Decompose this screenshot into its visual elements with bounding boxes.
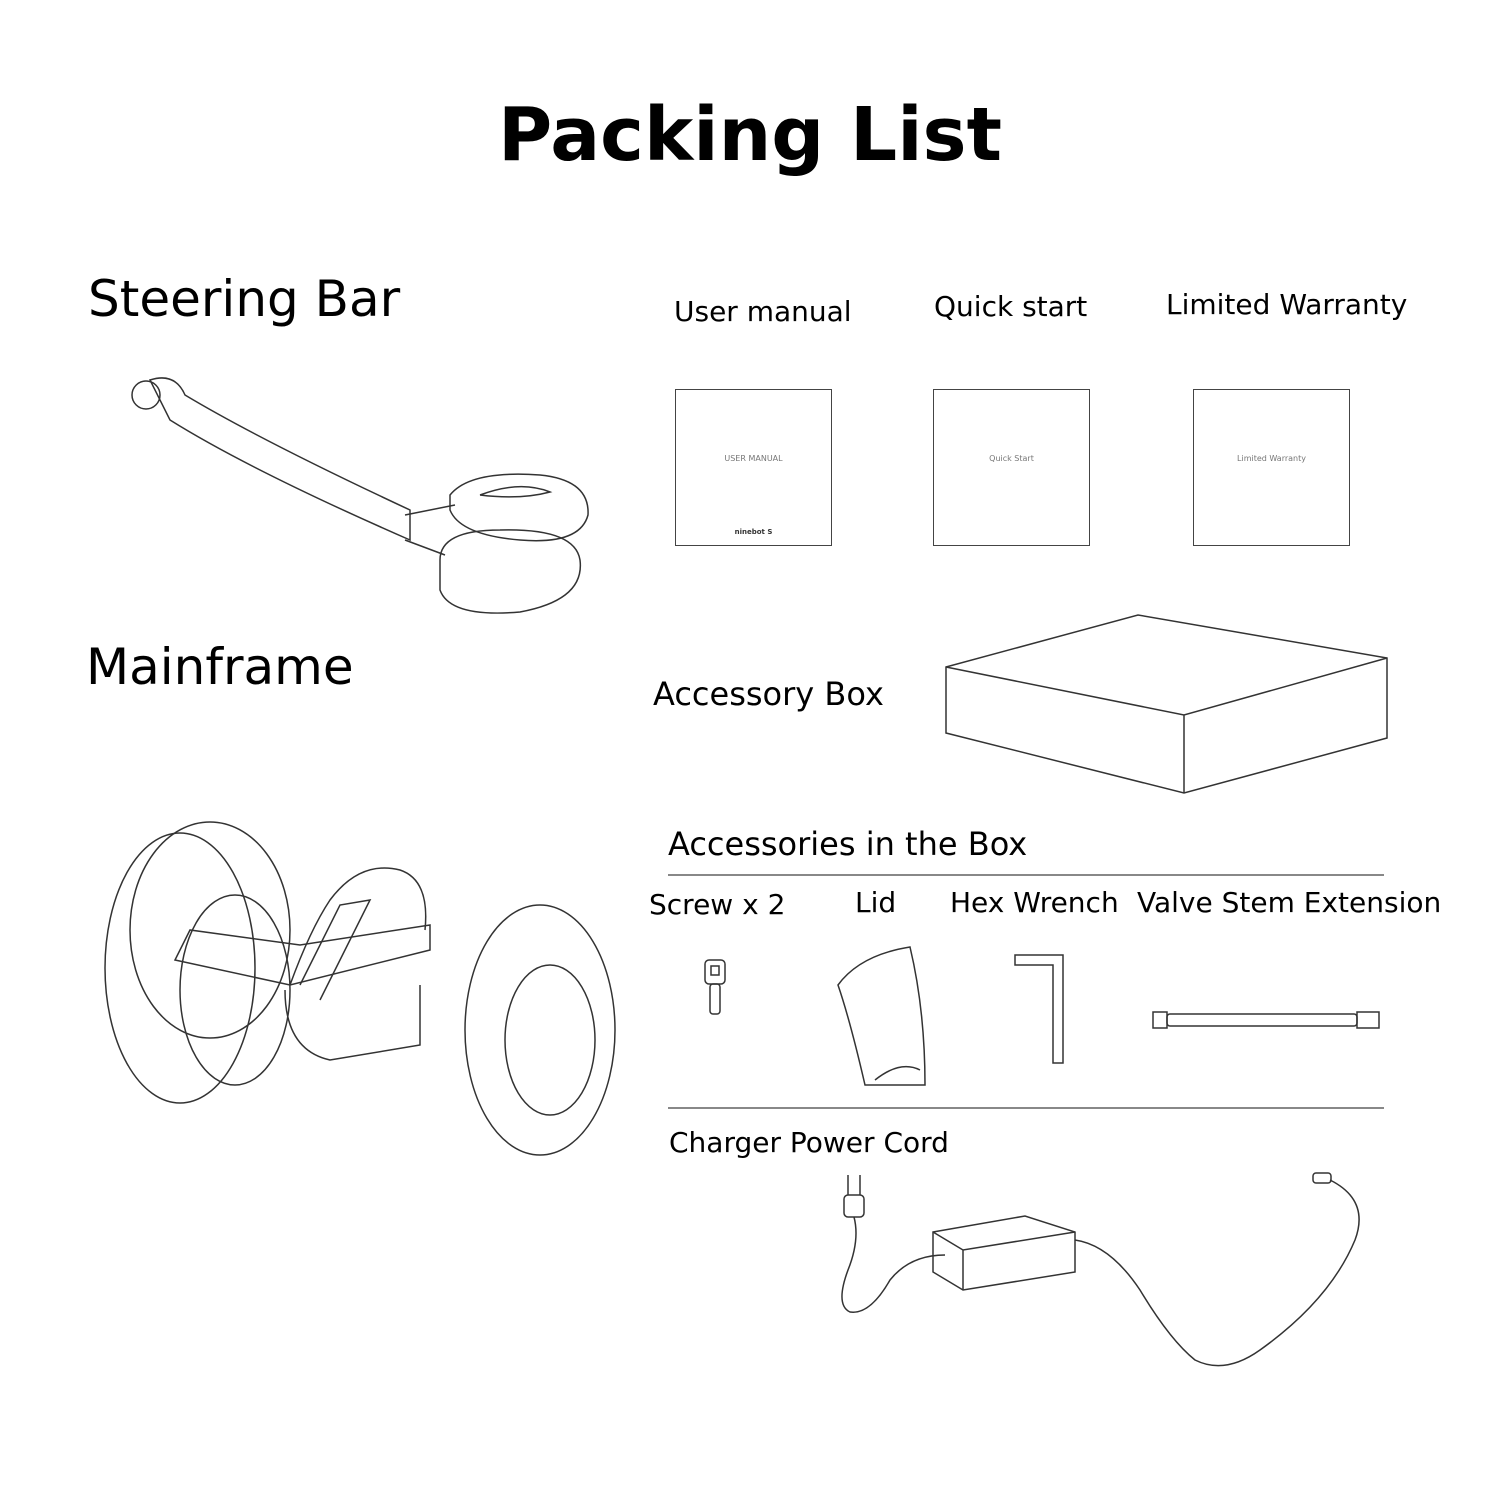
label-limited-warranty: Limited Warranty <box>1166 288 1408 321</box>
screw-illustration <box>704 959 726 1015</box>
ninebot-logo: ninebot S <box>734 528 773 536</box>
user-manual-booklet: USER MANUAL ninebot S <box>675 389 832 546</box>
label-valve-stem: Valve Stem Extension <box>1137 886 1442 919</box>
cover-text: Limited Warranty <box>1237 454 1306 463</box>
label-mainframe: Mainframe <box>86 638 354 696</box>
divider <box>668 874 1384 876</box>
page-title: Packing List <box>498 92 1002 178</box>
warranty-booklet: Limited Warranty <box>1193 389 1350 546</box>
cover-text: Quick Start <box>989 454 1034 463</box>
hex-wrench-illustration <box>1014 954 1064 1064</box>
label-screw: Screw x 2 <box>649 888 786 921</box>
mainframe-illustration <box>104 821 616 1156</box>
label-steering-bar: Steering Bar <box>88 270 401 328</box>
label-hex-wrench: Hex Wrench <box>950 886 1119 919</box>
label-quick-start: Quick start <box>934 290 1088 323</box>
label-lid: Lid <box>855 886 897 919</box>
lid-illustration <box>837 946 926 1086</box>
label-accessories-heading: Accessories in the Box <box>668 825 1028 863</box>
label-accessory-box: Accessory Box <box>653 675 884 713</box>
cover-text: USER MANUAL <box>724 454 783 463</box>
steering-bar-illustration <box>131 377 589 614</box>
quick-start-booklet: Quick Start <box>933 389 1090 546</box>
valve-stem-illustration <box>1152 1011 1380 1029</box>
divider <box>668 1107 1384 1109</box>
label-charger: Charger Power Cord <box>669 1126 949 1159</box>
label-user-manual: User manual <box>674 295 852 328</box>
charger-illustration <box>841 1172 1360 1367</box>
accessory-box-illustration <box>945 614 1388 794</box>
